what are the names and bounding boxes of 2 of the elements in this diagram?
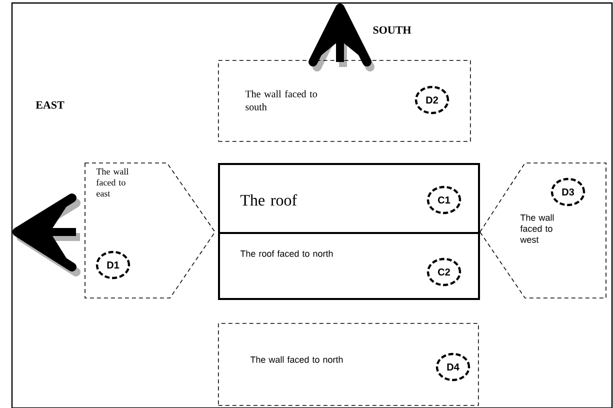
south-label: SOUTH xyxy=(373,26,412,34)
east-label: EAST xyxy=(36,101,64,109)
